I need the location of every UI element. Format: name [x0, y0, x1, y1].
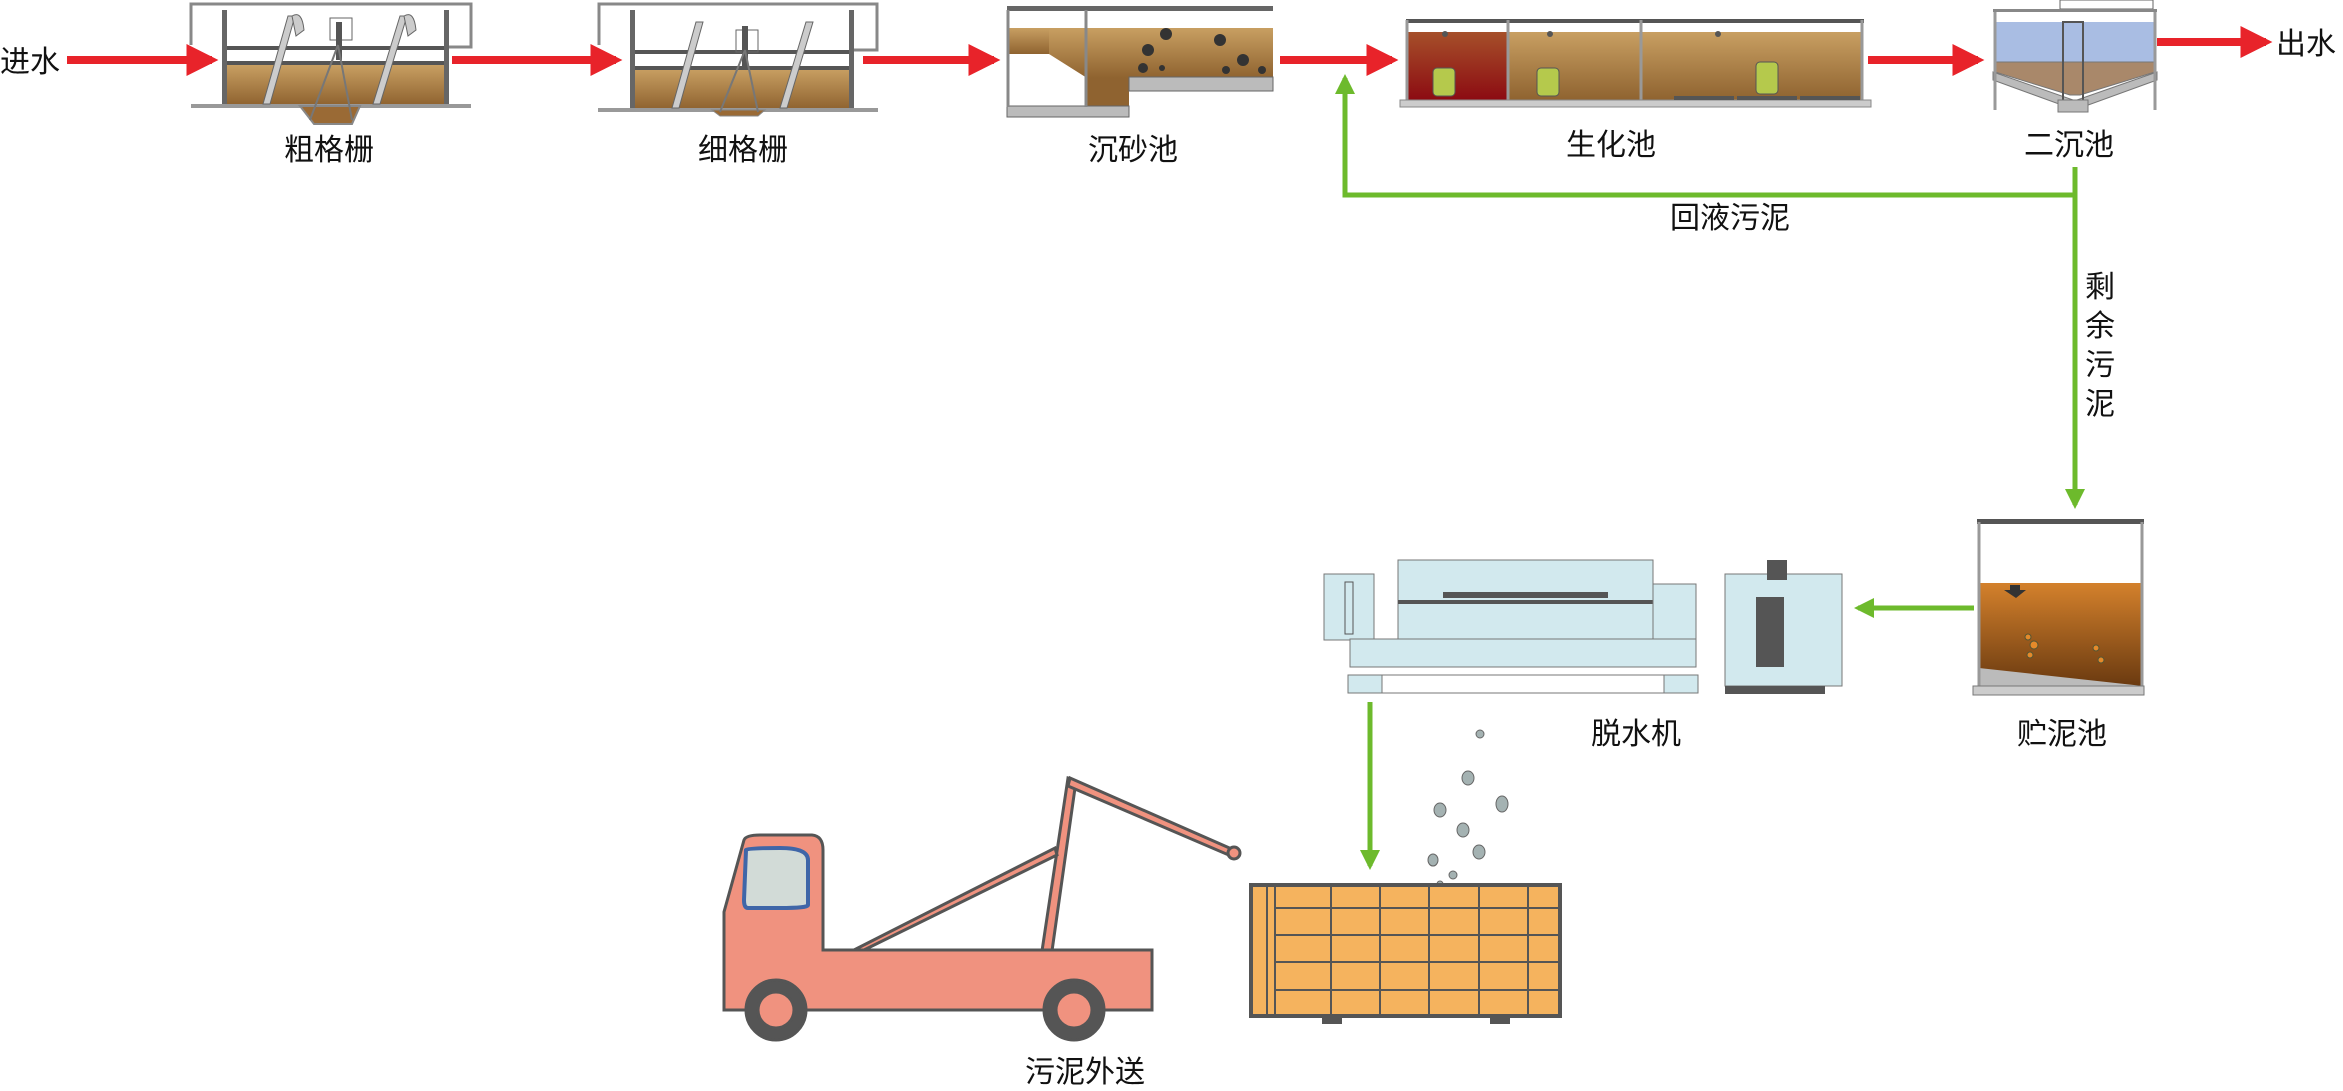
label-bio-tank: 生化池 [1566, 128, 1656, 163]
sludge-flow-arrows [1335, 74, 2085, 870]
excess-char: 余 [2085, 309, 2115, 344]
sludge-tank [1972, 519, 2145, 696]
label-sludge-transport: 污泥外送 [1025, 1055, 1145, 1090]
secondary-clarifier [1992, 0, 2158, 113]
fine-screen [597, 2, 879, 117]
label-return-sludge: 回液污泥 [1670, 201, 1790, 236]
return-sludge-line [1335, 74, 2075, 198]
excess-char: 泥 [2085, 387, 2115, 422]
excess-char: 剩 [2085, 270, 2115, 305]
bio-tank [1399, 19, 1872, 108]
sludge-cake-particles [1427, 729, 1509, 888]
label-secondary-clarifier: 二沉池 [2024, 128, 2114, 163]
label-dewatering-machine: 脱水机 [1591, 717, 1681, 752]
water-flow-arrows [67, 26, 2273, 76]
label-grit-chamber: 沉砂池 [1088, 133, 1178, 168]
coarse-screen [189, 2, 473, 125]
grit-chamber [1006, 6, 1274, 118]
sludge-container [1249, 883, 1562, 1024]
label-outlet: 出水 [2276, 27, 2336, 62]
label-excess-sludge: 剩 余 污 泥 [2085, 270, 2115, 422]
label-inlet: 进水 [0, 45, 60, 80]
label-fine-screen: 细格栅 [698, 133, 788, 168]
dewatering-machine [1323, 559, 1843, 694]
label-sludge-tank: 贮泥池 [2017, 717, 2107, 752]
sludge-truck [722, 775, 1242, 1042]
label-coarse-screen: 粗格栅 [284, 133, 374, 168]
excess-char: 污 [2085, 348, 2115, 383]
